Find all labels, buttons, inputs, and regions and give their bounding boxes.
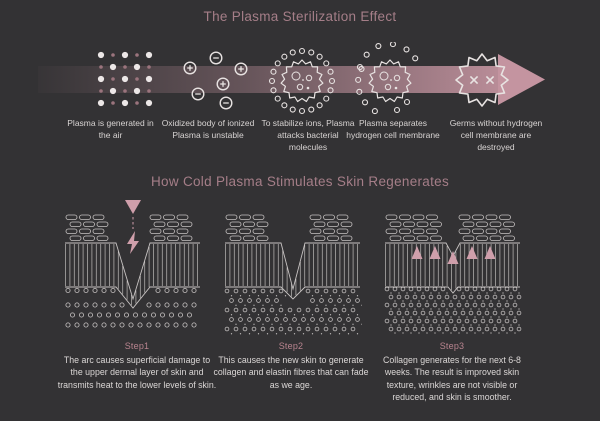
step2-block: Step2 This causes the new skin to genera… [211,341,371,391]
stage-caption-3: To stabilize ions, Plasma attacks bacter… [261,118,355,153]
skin-arc-damage-diagram [65,200,200,328]
step3-block: Step3 Collagen generates for the next 6-… [372,341,532,404]
step1-label: Step1 [124,341,150,351]
step1-block: Step1 The arc causes superficial damage … [57,341,217,391]
step3-text: Collagen generates for the next 6-8 week… [383,355,521,403]
stage-caption-2: Oxidized body of ionized Plasma is unsta… [161,118,255,141]
stage-caption-1: Plasma is generated in the air [67,118,154,141]
step2-text: This causes the new skin to generate col… [213,355,369,390]
stage-caption-4: Plasma separates hydrogen cell membrane [346,118,440,141]
section2-title: How Cold Plasma Stimulates Skin Regenera… [150,174,450,189]
plasma-process-arrow-graphic [38,42,545,115]
skin-collagen-generation-diagram [224,214,362,335]
section1-title: The Plasma Sterilization Effect [203,9,397,24]
skin-regenerated-diagram [384,214,522,334]
step1-text: The arc causes superficial damage to the… [57,355,217,390]
step3-label: Step3 [439,341,465,351]
step2-label: Step2 [278,341,304,351]
stage-caption-5: Germs without hydrogen cell membrane are… [449,118,543,153]
